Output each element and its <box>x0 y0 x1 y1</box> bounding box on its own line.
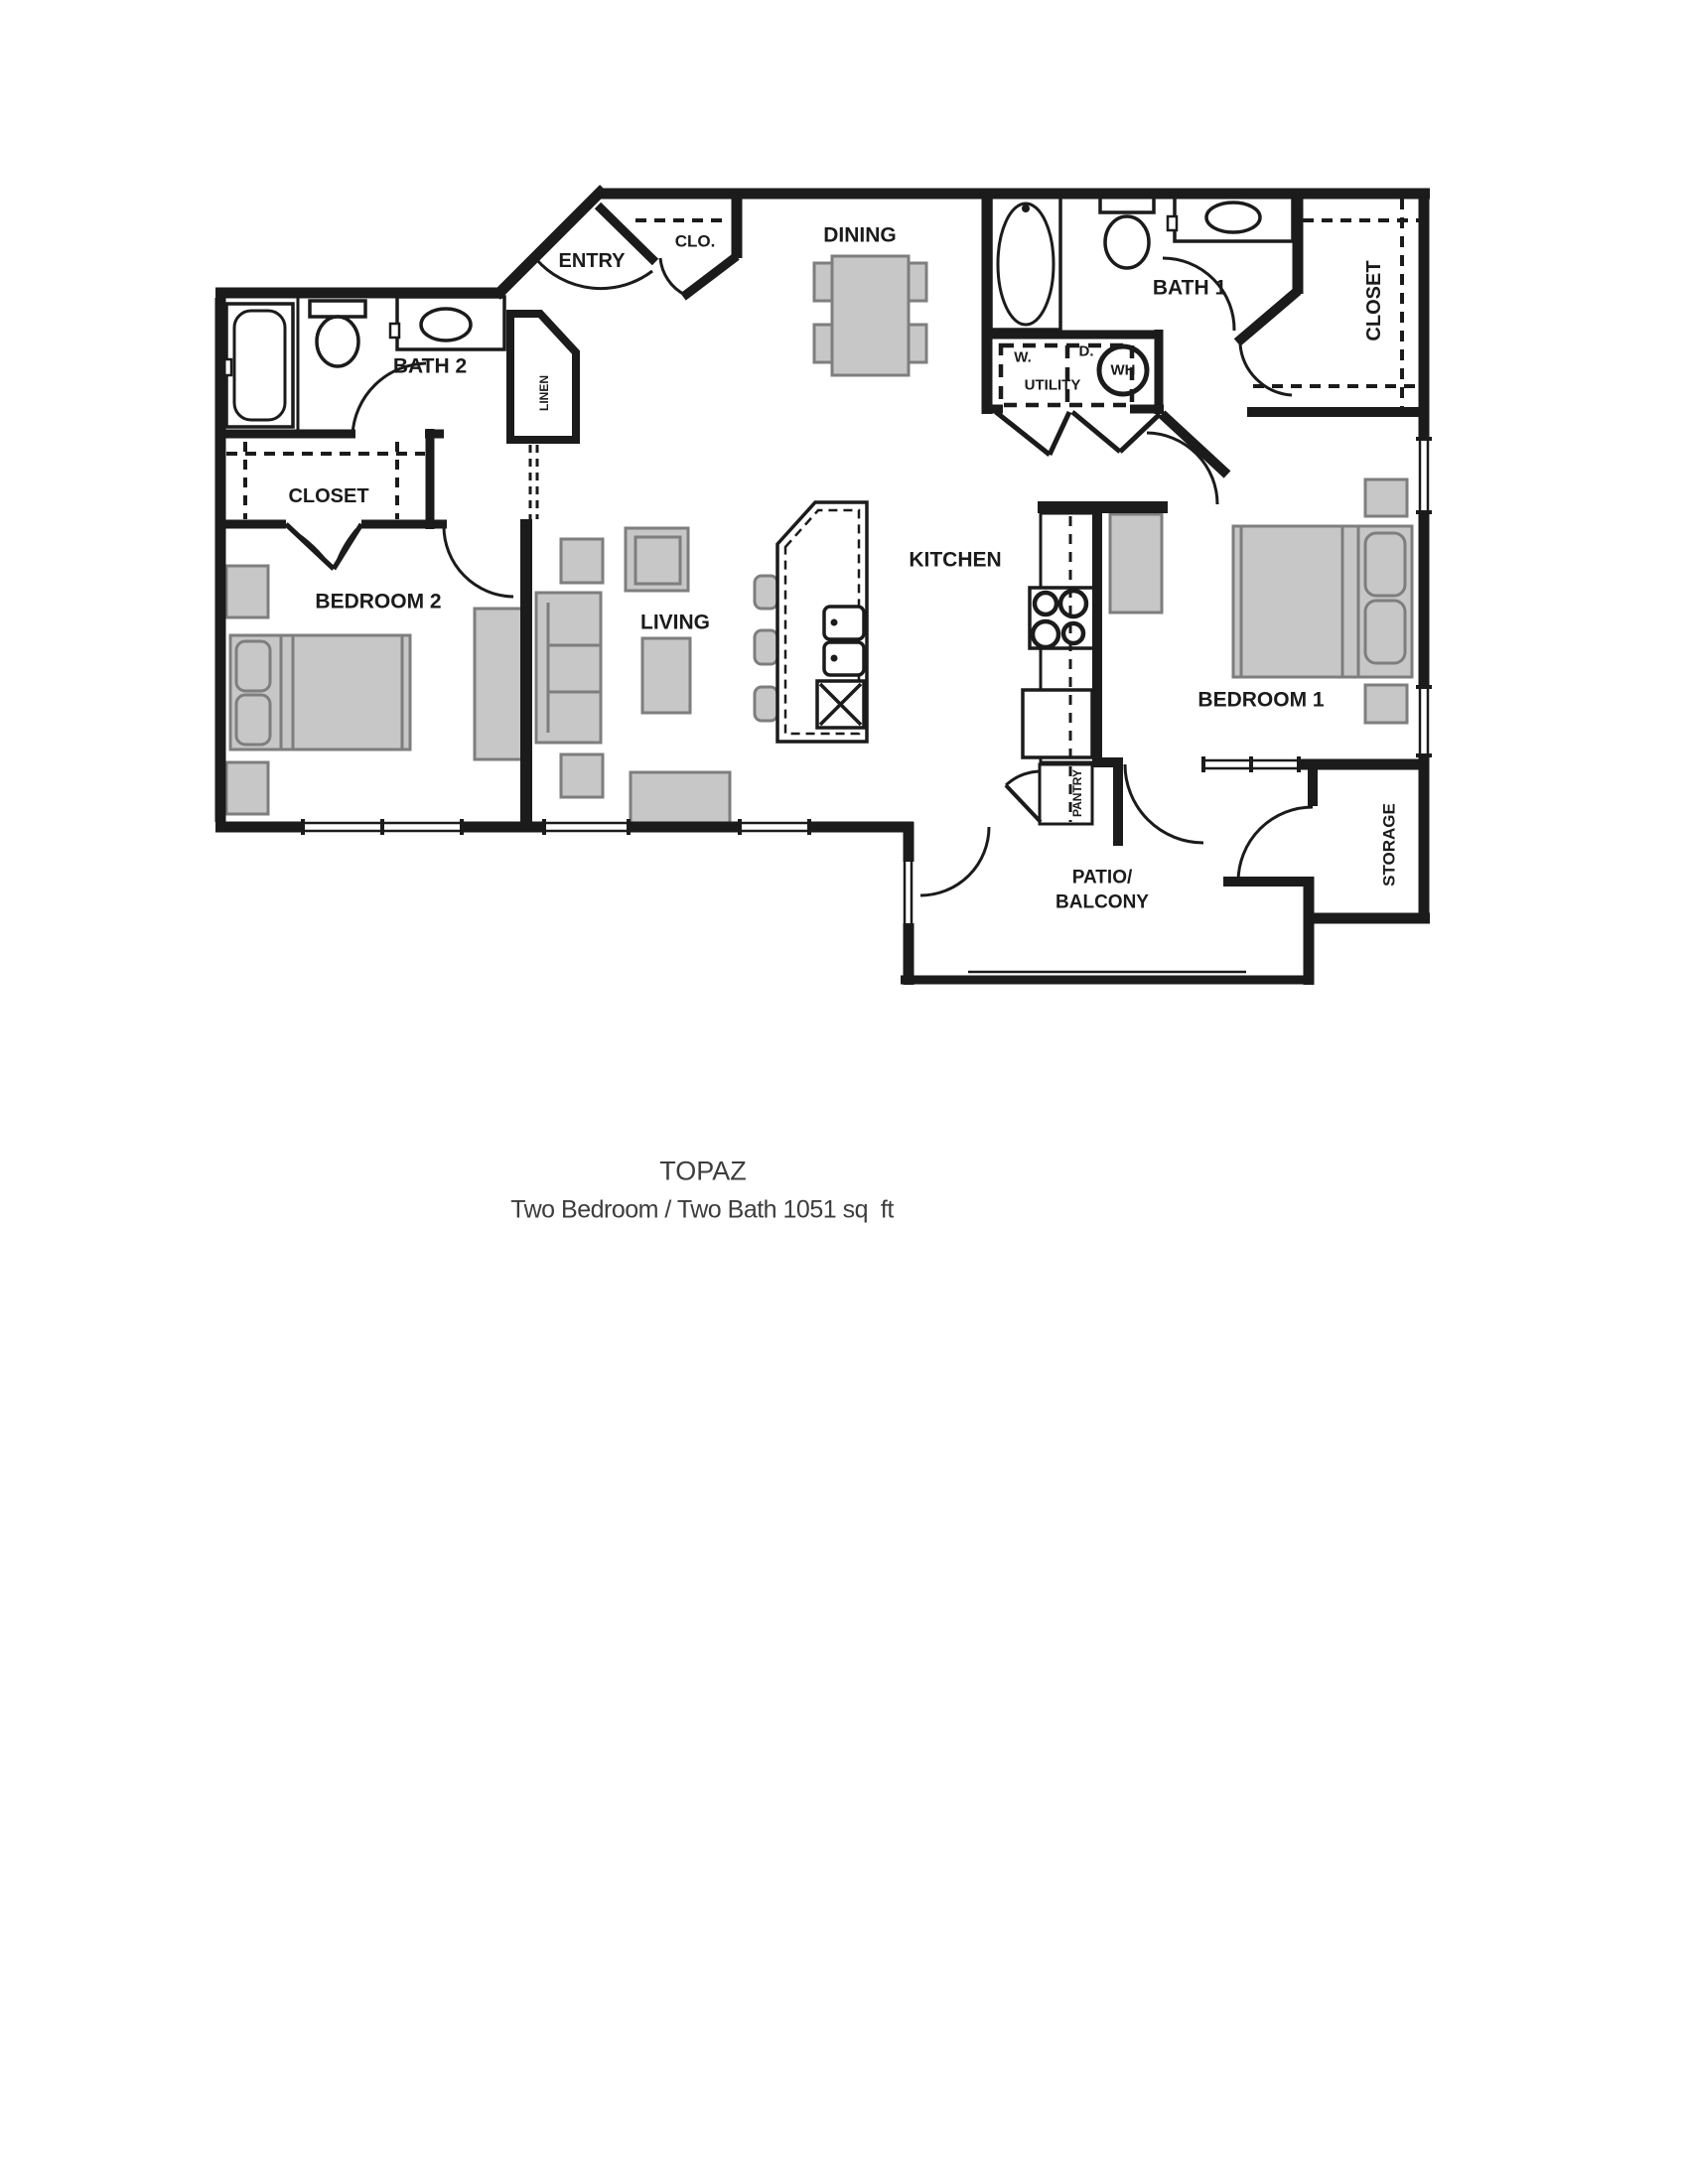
dresser-icon-bedroom1 <box>1108 512 1164 614</box>
label-washer: W. <box>1014 348 1032 366</box>
dresser-icon-bedroom2 <box>473 607 528 761</box>
room-label-clo: CLO. <box>674 231 716 251</box>
room-label-entry: ENTRY <box>558 250 626 272</box>
kitchen-sink-icon <box>822 605 866 677</box>
refrigerator-icon <box>1021 688 1094 759</box>
plan-title: TOPAZ <box>659 1156 747 1186</box>
dashed-details <box>226 199 1419 519</box>
bar-stool-icon <box>753 685 779 723</box>
furniture <box>224 254 1414 826</box>
room-label-bedroom2: BEDROOM 2 <box>315 590 442 614</box>
coffee-table-icon <box>640 636 692 715</box>
kitchen-counter <box>1021 511 1097 826</box>
side-table-icon <box>559 752 605 799</box>
toilet-icon-bath1 <box>1098 194 1156 270</box>
toilet-icon-bath2 <box>308 299 367 368</box>
doors <box>284 256 1314 897</box>
washer-dryer-icon <box>998 342 1135 408</box>
room-label-pantry: PANTRY <box>1070 769 1084 817</box>
fixtures <box>220 194 1295 826</box>
room-label-closet-bedroom1: CLOSET <box>1363 260 1385 341</box>
room-label-bedroom1: BEDROOM 1 <box>1197 688 1325 712</box>
room-label-utility: UTILITY <box>1024 376 1081 394</box>
nightstand-icon <box>1363 683 1409 725</box>
nightstand-icon <box>224 564 270 619</box>
bed-icon-bedroom2 <box>228 633 412 751</box>
side-table-icon <box>559 537 605 585</box>
dishwasher-icon <box>815 679 866 730</box>
room-label-storage: STORAGE <box>1379 803 1399 887</box>
nightstand-icon <box>224 760 270 816</box>
bar-stool-icon <box>753 574 779 611</box>
room-label-living: LIVING <box>639 611 711 634</box>
pantry-cabinet <box>1038 762 1094 826</box>
kitchen-island-icon <box>775 500 869 744</box>
nightstand-icon <box>1363 478 1409 518</box>
bar-stool-icon <box>753 628 779 666</box>
plan-subtitle: Two Bedroom / Two Bath 1051 sq ft <box>510 1195 894 1224</box>
dining-table-icon <box>812 254 928 377</box>
room-label-bath1: BATH 1 <box>1152 276 1227 300</box>
bathtub-icon-bath2 <box>220 302 295 429</box>
bathtub-icon-bath1 <box>989 194 1062 332</box>
sink-icon-bath1 <box>1166 194 1295 243</box>
walls <box>214 185 1430 985</box>
room-label-linen: LINEN <box>537 375 551 411</box>
room-label-kitchen: KITCHEN <box>909 548 1002 572</box>
room-label-patio-line2: BALCONY <box>1055 891 1149 913</box>
label-dryer: D. <box>1078 342 1094 360</box>
room-label-closet-bedroom2: CLOSET <box>288 485 369 507</box>
room-label-dining: DINING <box>823 223 897 247</box>
stove-icon <box>1028 586 1097 650</box>
tv-console-icon <box>629 770 732 826</box>
windows <box>301 437 1432 974</box>
bed-icon-bedroom1 <box>1231 524 1414 679</box>
room-label-patio-line1: PATIO/ <box>1071 867 1133 888</box>
sofa-icon <box>534 591 603 745</box>
sink-icon-bath2 <box>388 295 506 351</box>
label-water-heater: WH <box>1110 361 1136 379</box>
room-label-bath2: BATH 2 <box>392 354 468 378</box>
armchair-icon <box>624 526 690 593</box>
